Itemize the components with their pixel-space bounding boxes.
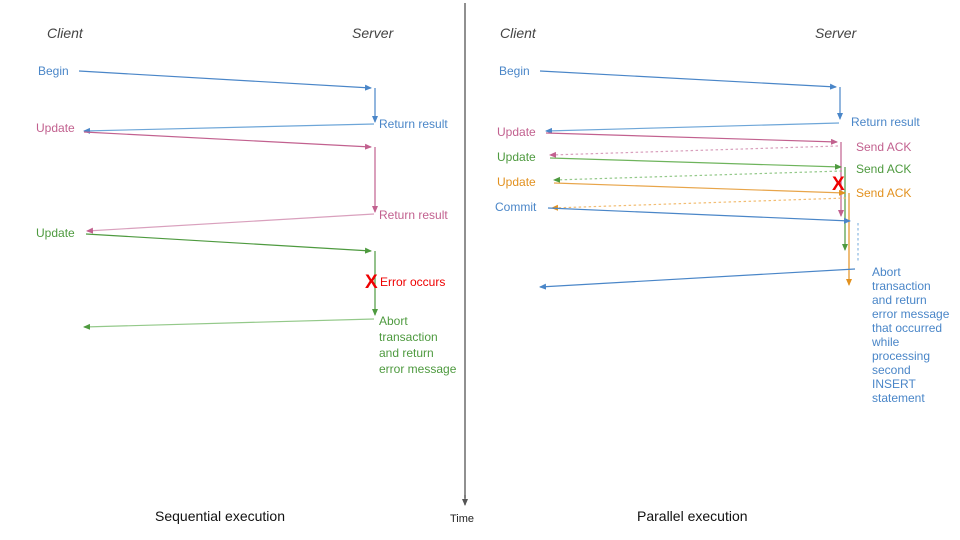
left-client-label: Client: [47, 25, 84, 41]
left-arrow-begin: [78, 70, 372, 91]
left-error-x-icon: X: [365, 272, 378, 293]
right-client-label: Client: [500, 25, 537, 41]
left-abort-line-4: error message: [379, 362, 457, 376]
left-abort-line-3: and return: [379, 346, 434, 360]
right-abort-line-5: that occurred: [872, 321, 942, 335]
right-abort-line-7: processing: [872, 349, 930, 363]
left-panel-caption: Sequential execution: [155, 508, 285, 524]
right-abort-line-8: second: [872, 363, 911, 377]
left-arrow-update-2: [85, 233, 372, 254]
left-server-label: Server: [352, 25, 395, 41]
right-arrow-abort: [539, 268, 856, 290]
left-msg-update-1: Update: [36, 121, 75, 135]
right-msg-begin: Begin: [499, 64, 530, 78]
right-msg-ack-1: Send ACK: [856, 140, 911, 154]
right-msg-update-3: Update: [497, 175, 536, 189]
right-arrow-commit: [547, 207, 851, 224]
right-abort-line-2: transaction: [872, 279, 931, 293]
right-abort-line-3: and return: [872, 293, 927, 307]
right-arrow-update-1: [545, 132, 838, 145]
right-msg-ack-3: Send ACK: [856, 186, 911, 200]
right-abort-line-4: error message: [872, 307, 950, 321]
left-msg-return-2: Return result: [379, 208, 448, 222]
right-abort-line-10: statement: [872, 391, 925, 405]
right-msg-return: Return result: [851, 115, 920, 129]
left-arrow-abort: [83, 318, 375, 330]
right-msg-update-1: Update: [497, 125, 536, 139]
left-msg-return-1: Return result: [379, 117, 448, 131]
left-error-label: Error occurs: [380, 275, 445, 289]
left-abort-line-2: transaction: [379, 330, 438, 344]
right-error-x-icon: X: [832, 174, 845, 195]
right-arrow-return: [545, 122, 840, 134]
left-abort-line-1: Abort: [379, 314, 408, 328]
left-arrow-update-1: [83, 131, 372, 150]
right-arrow-update-2: [549, 157, 842, 170]
left-arrow-return-1: [83, 123, 375, 134]
right-abort-line-1: Abort: [872, 265, 901, 279]
right-arrow-ack-3: [551, 197, 847, 211]
right-abort-line-6: while: [871, 335, 900, 349]
left-msg-begin: Begin: [38, 64, 69, 78]
left-arrow-return-2: [86, 213, 375, 234]
time-axis-label: Time: [450, 513, 474, 525]
right-msg-commit: Commit: [495, 200, 537, 214]
right-abort-line-9: INSERT: [872, 377, 916, 391]
left-msg-update-2: Update: [36, 226, 75, 240]
right-panel-caption: Parallel execution: [637, 508, 748, 524]
right-server-label: Server: [815, 25, 858, 41]
right-msg-update-2: Update: [497, 150, 536, 164]
right-msg-ack-2: Send ACK: [856, 162, 911, 176]
right-arrow-ack-1: [549, 145, 839, 158]
right-arrow-ack-2: [553, 170, 843, 183]
right-arrow-begin: [539, 70, 837, 90]
right-arrow-update-3: [553, 182, 846, 196]
